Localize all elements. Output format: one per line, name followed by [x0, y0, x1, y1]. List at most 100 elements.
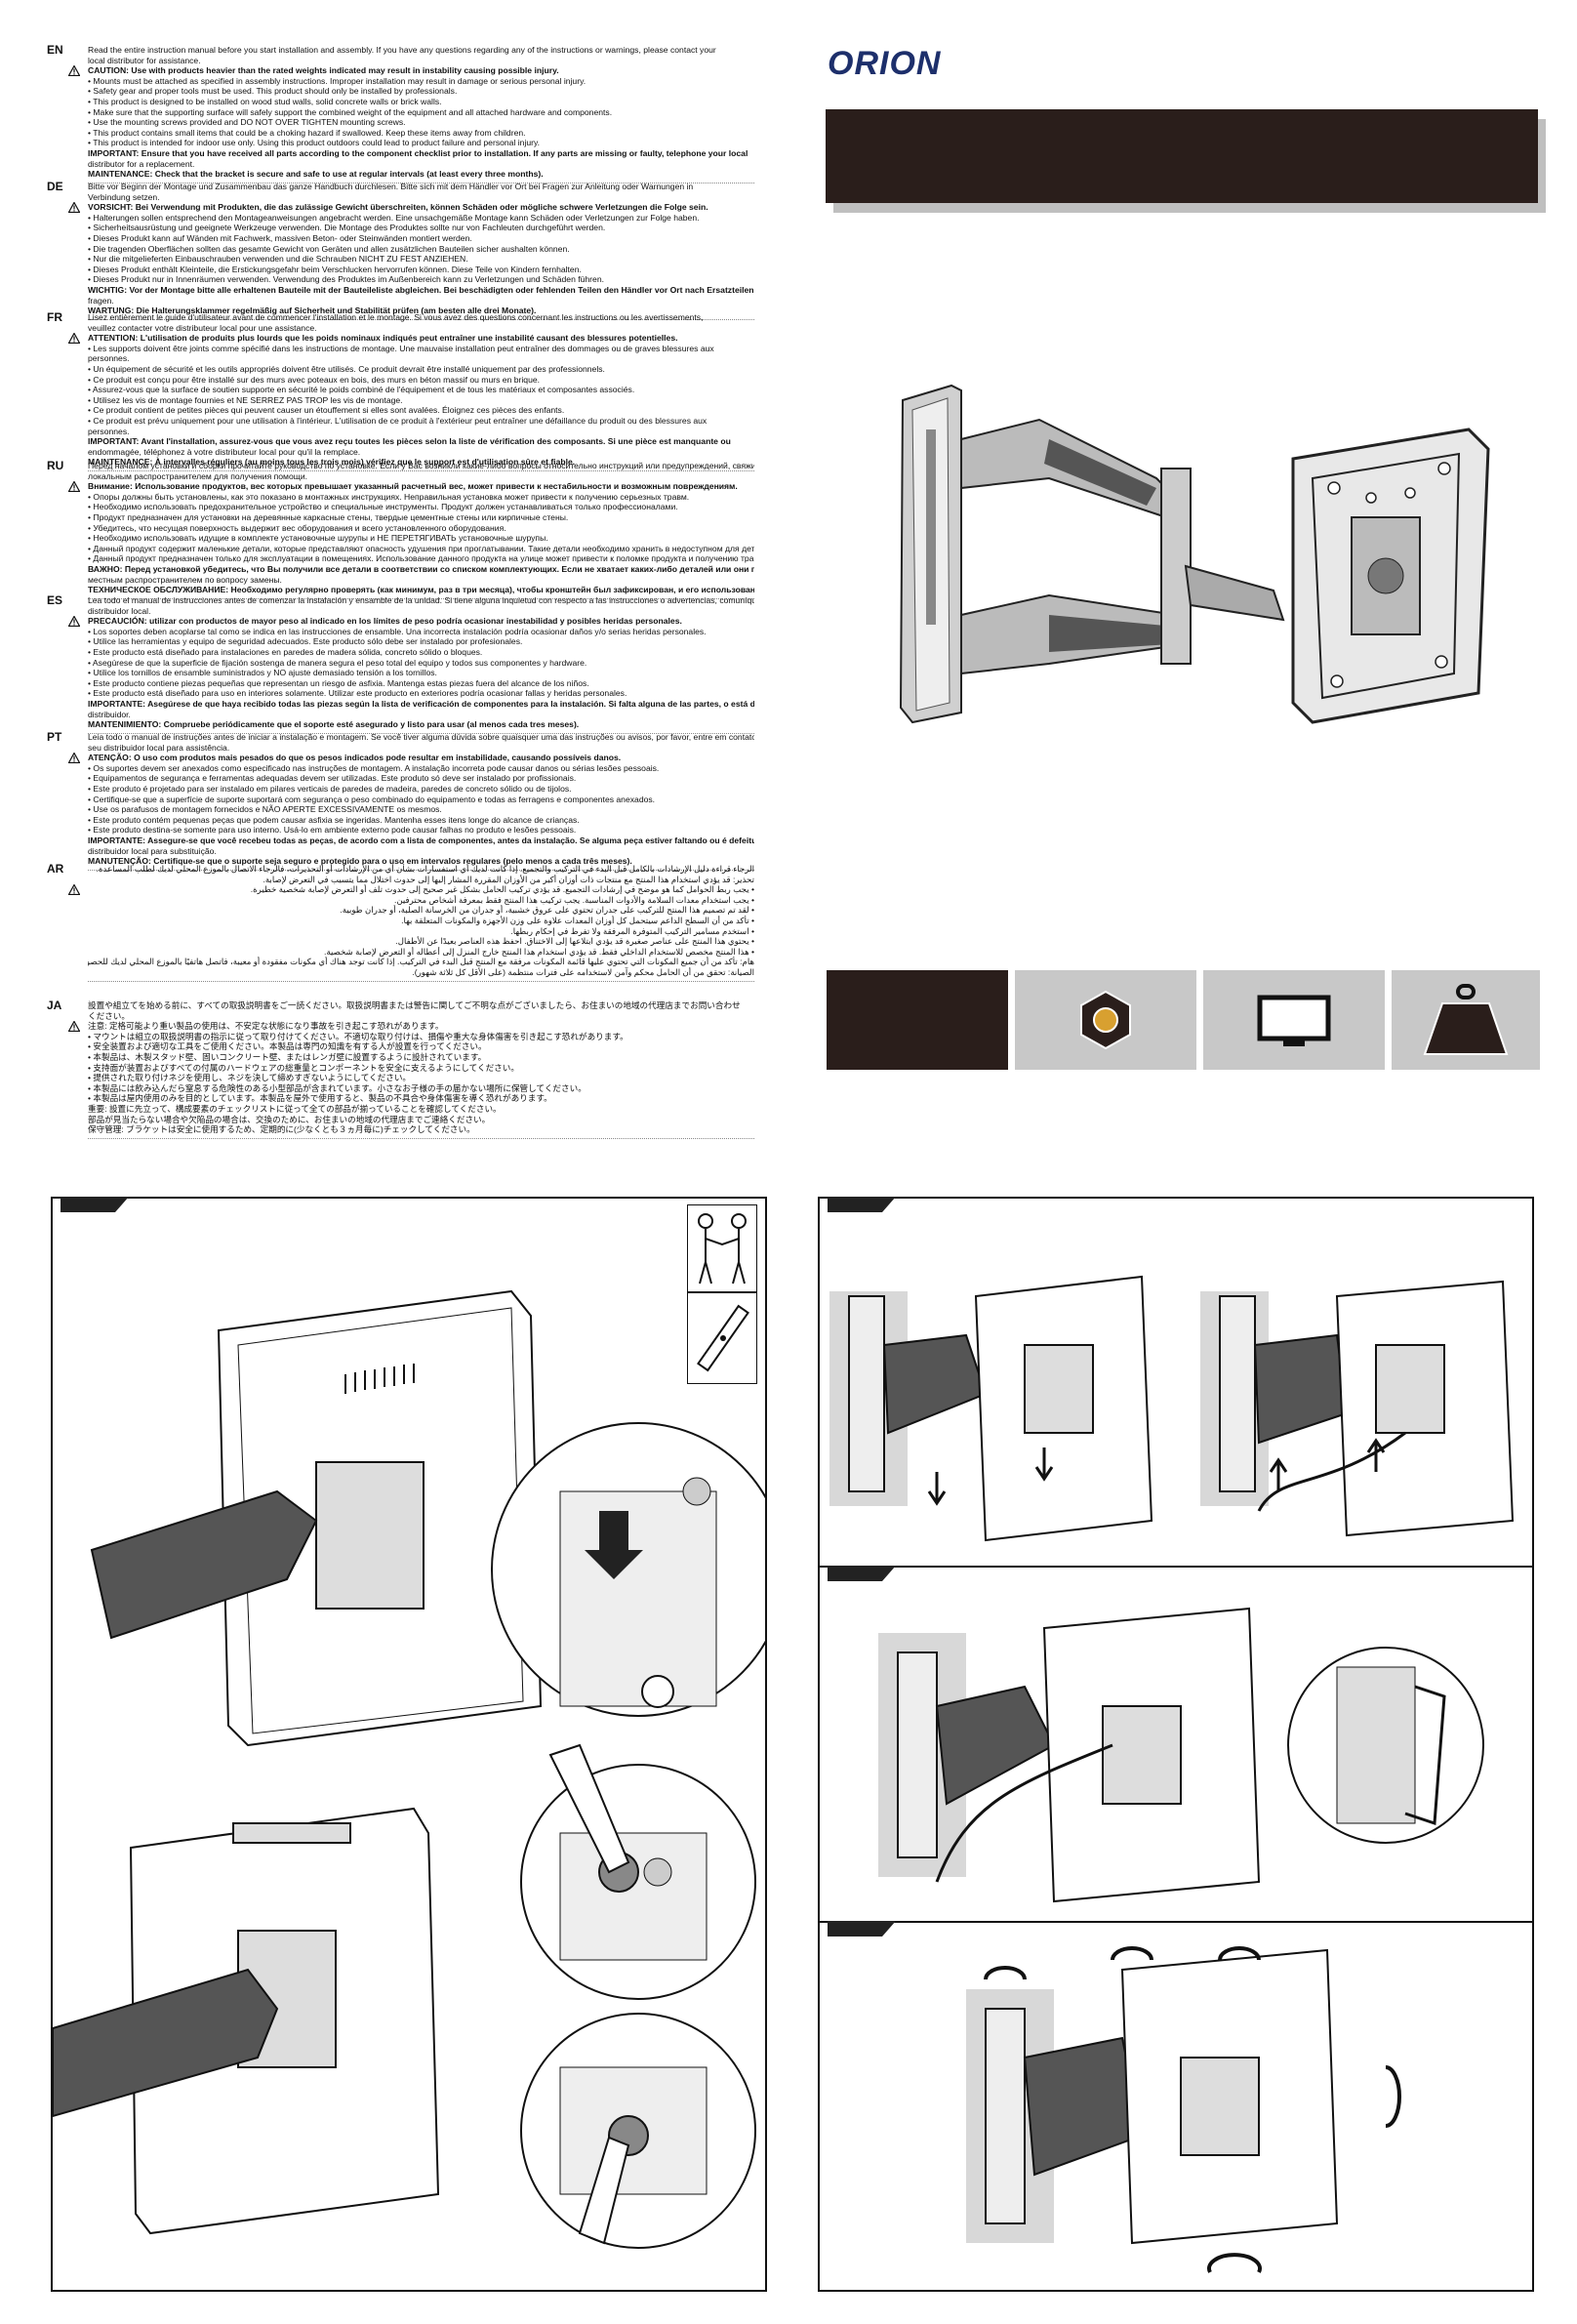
- instruction-line: • Данный продукт предназначен только для…: [88, 553, 754, 564]
- step-frame-attach-tv: [51, 1197, 767, 2292]
- step-divider: [820, 1921, 1532, 1923]
- instruction-line: • Die tragenden Oberflächen sollten das …: [88, 243, 570, 254]
- instruction-line: • 提供された取り付けネジを使用し、ネジを決して締めすぎないようにしてください。: [88, 1073, 412, 1083]
- step-frame-adjust: [818, 1197, 1534, 2292]
- instruction-line: personnes.: [88, 353, 130, 364]
- instruction-line: Leia todo o manual de instruções antes d…: [88, 732, 754, 742]
- instruction-line: IMPORTANT: Ensure that you have received…: [88, 147, 748, 158]
- lang-separator: [88, 980, 754, 982]
- instruction-line: • Необходимо использовать идущие в компл…: [88, 533, 548, 544]
- lang-code: DE: [47, 180, 63, 193]
- two-person-icon: [698, 1213, 747, 1284]
- step-divider: [820, 1566, 1532, 1568]
- instruction-line: • Make sure that the supporting surface …: [88, 106, 613, 117]
- lang-block-ar: AR الرجاء قراءة دليل الإرشادات بالكامل قب…: [47, 862, 754, 982]
- lang-code: FR: [47, 310, 62, 324]
- instruction-line: distribuidor local.: [88, 605, 151, 616]
- instruction-line: • 本製品には飲み込んだら窒息する危険性のある小型部品が含まれています。小さなお…: [88, 1082, 586, 1093]
- lang-block-es: ES Lea todo el manual de instrucciones an…: [47, 593, 754, 734]
- lang-code: EN: [47, 43, 63, 57]
- instruction-line: endommagée, téléphonez à votre distribut…: [88, 446, 361, 457]
- instruction-line: MANUTENÇÃO: Certifique-se que o suporte …: [88, 856, 632, 867]
- step-number-flag: [828, 1566, 896, 1581]
- instruction-line: • Este producto contiene piezas pequeñas…: [88, 677, 589, 688]
- instruction-line: • Utilice las herramientas y equipo de s…: [88, 636, 523, 647]
- warning-triangle-icon: [68, 202, 80, 214]
- instruction-line: • تأكد من أن السطح الداعم سيتحمل كل أوزا…: [401, 915, 754, 925]
- attach-tv-diagram: [53, 1289, 765, 2249]
- instruction-line: • Equipamentos de segurança e ferramenta…: [88, 773, 577, 784]
- instruction-line: 部品が見当たらない場合や欠陥品の場合は、交換のために、お住まいの地域の代理店まで…: [88, 1114, 491, 1124]
- spirit-level-icon: [697, 1304, 749, 1372]
- step-number-flag: [61, 1197, 129, 1212]
- instruction-line: distribuidor.: [88, 709, 131, 719]
- lang-code: ES: [47, 593, 63, 607]
- wall-mount-product-illustration: [899, 384, 1490, 724]
- instruction-line: CAUTION: Use with products heavier than …: [88, 65, 559, 76]
- level-tool-box: [687, 1292, 757, 1384]
- warning-triangle-icon: [68, 333, 80, 345]
- tv-screen-icon: [1257, 995, 1331, 1046]
- instruction-line: الرجاء قراءة دليل الإرشادات بالكامل قبل …: [96, 864, 754, 874]
- brand-logo: ORION: [828, 45, 942, 82]
- instruction-line: • Utilisez les vis de montage fournies e…: [88, 394, 403, 405]
- instruction-line: • Данный продукт содержит маленькие дета…: [88, 543, 754, 553]
- spec-panel-weight: [1392, 970, 1540, 1070]
- adjustment-diagrams: [829, 1275, 1515, 2273]
- instruction-line: • 安全装置および適切な工具をご使用ください。本製品は専門の知識を有する人が設置…: [88, 1041, 487, 1052]
- instruction-line: distribuidor local para substituição.: [88, 845, 217, 856]
- instruction-line: • Ce produit contient de petites pièces …: [88, 405, 565, 416]
- instruction-line: Lisez entièrement le guide d'utilisateur…: [88, 312, 704, 322]
- instruction-line: • Certifique-se que a superfície de supo…: [88, 794, 656, 804]
- instruction-line: • 支持面が装置およびすべての付属のハードウェアの総重量とコンポーネントを安全に…: [88, 1062, 519, 1073]
- instruction-line: • Este produto destina-se somente para u…: [88, 825, 577, 836]
- instruction-line: • Asegúrese de que la superficie de fija…: [88, 657, 587, 668]
- instruction-line: VORSICHT: Bei Verwendung mit Produkten, …: [88, 202, 708, 213]
- instruction-line: local distributor for assistance.: [88, 55, 201, 65]
- instruction-line: • Safety gear and proper tools must be u…: [88, 86, 458, 97]
- step-number-flag: [828, 1197, 896, 1212]
- instruction-line: ATTENTION: L'utilisation de produits plu…: [88, 333, 678, 344]
- instruction-line: تحذير: قد يؤدي استخدام هذا المنتج مع منت…: [263, 874, 754, 884]
- instruction-line: seu distribuidor local para assistência.: [88, 742, 230, 753]
- instruction-line: • Este produto é projetado para ser inst…: [88, 783, 572, 794]
- instruction-line: • This product is designed to be install…: [88, 96, 442, 106]
- instruction-line: • Los soportes deben acoplarse tal como …: [88, 626, 707, 636]
- instruction-line: Verbindung setzen.: [88, 191, 160, 202]
- instruction-line: ТЕХНИЧЕСКОЕ ОБСЛУЖИВАНИЕ: Необходимо рег…: [88, 585, 754, 595]
- instruction-line: Перед началом установки и сборки прочита…: [88, 461, 754, 470]
- vesa-plate-icon: [1080, 990, 1131, 1050]
- instruction-line: • Sicherheitsausrüstung und geeignete We…: [88, 223, 606, 233]
- instruction-line: WARTUNG: Die Halterungsklammer regelmäßi…: [88, 306, 537, 316]
- instruction-line: • 本製品は屋内使用のみを目的としています。本製品を屋外で使用すると、製品の不具…: [88, 1093, 552, 1104]
- two-person-lift-box: [687, 1204, 757, 1292]
- instruction-line: ください。: [88, 1010, 130, 1021]
- lang-code: AR: [47, 862, 64, 876]
- instruction-line: 保守管理: ブラケットは安全に使用するため、定期的に(少なくとも３ヵ月毎に)チェ…: [88, 1124, 475, 1135]
- spec-panel-screen: [1203, 970, 1385, 1070]
- instruction-line: Lea todo el manual de instrucciones ante…: [88, 595, 754, 605]
- instruction-line: 重要: 設置に先立って、構成要素のチェックリストに従って全ての部品が揃っているこ…: [88, 1103, 502, 1114]
- instruction-line: الصيانة: تحقق من أن الحامل محكم وآمن لاس…: [412, 966, 754, 977]
- lang-separator: [88, 869, 754, 871]
- instruction-line: • لقد تم تصميم هذا المنتج للتركيب على جد…: [340, 905, 754, 916]
- instruction-line: • Use the mounting screws provided and D…: [88, 117, 406, 128]
- instruction-line: • Необходимо использовать предохранитель…: [88, 502, 678, 512]
- instruction-line: • Este produto contém pequenas peças que…: [88, 814, 580, 825]
- instruction-line: • マウントは組立の取扱説明書の指示に従って取り付けてください。不適切な取り付け…: [88, 1031, 628, 1041]
- instruction-line: • يجب استخدام معدات السلامة والأدوات الم…: [394, 894, 754, 905]
- warning-triangle-icon: [68, 65, 80, 77]
- instruction-line: Внимание: Использование продуктов, вес к…: [88, 481, 738, 492]
- warning-triangle-icon: [68, 481, 80, 493]
- step-number-flag: [828, 1921, 896, 1937]
- spec-panel-vesa: [1015, 970, 1196, 1070]
- warning-triangle-icon: [68, 1021, 80, 1033]
- instruction-line: Read the entire instruction manual befor…: [88, 45, 716, 55]
- warning-triangle-icon: [68, 884, 80, 896]
- instruction-line: • Продукт предназначен для установки на …: [88, 511, 569, 522]
- warning-triangle-icon: [68, 616, 80, 628]
- instruction-line: • هذا المنتج مخصص للاستخدام الداخلي فقط.…: [323, 946, 754, 957]
